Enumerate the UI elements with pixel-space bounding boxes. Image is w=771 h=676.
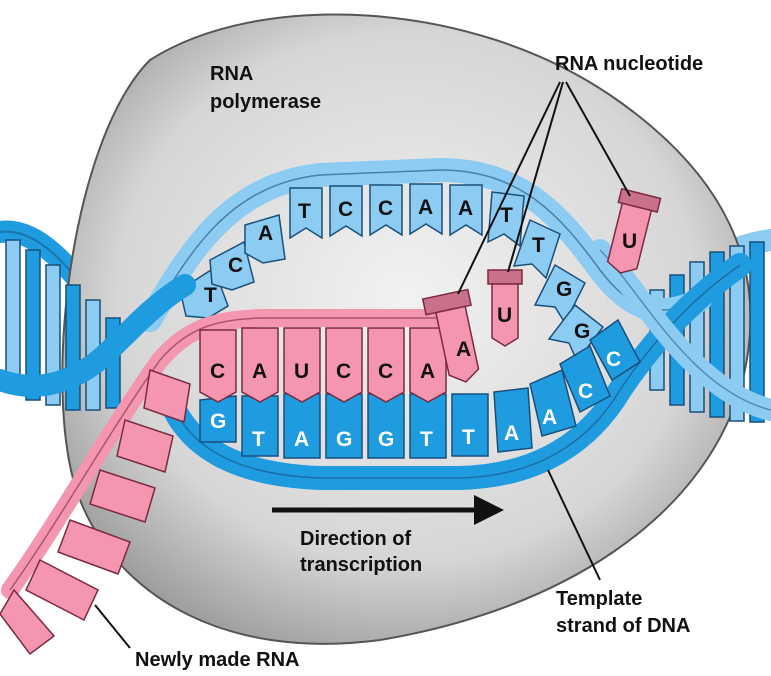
free-nucleotide-u1-letter: U — [497, 304, 512, 327]
label-polymerase-line1: RNA — [210, 63, 253, 85]
coding-base-3: A — [258, 222, 273, 245]
coding-base-9: T — [500, 204, 513, 227]
coding-base-4: T — [298, 200, 311, 223]
template-base-4: G — [336, 428, 352, 451]
rna-tail-bases — [0, 368, 191, 656]
template-base-11: C — [606, 348, 621, 371]
leader-nucleotide-u1 — [507, 81, 564, 273]
rna-base-6: A — [420, 360, 435, 383]
coding-base-11: G — [556, 278, 572, 301]
leader-lines — [94, 81, 631, 649]
template-base-2: T — [252, 428, 265, 451]
rna-base-3: U — [294, 360, 309, 383]
coding-base-5: C — [338, 198, 353, 221]
label-direction-line2: transcription — [300, 554, 422, 576]
free-nucleotide-a-letter: A — [456, 338, 471, 361]
rna-base-1: C — [210, 360, 225, 383]
rna-base-4: C — [336, 360, 351, 383]
coding-strand-letters: T C A T C C A A T T G G — [204, 196, 590, 343]
leader-nucleotide-u2 — [565, 81, 631, 197]
label-polymerase-line2: polymerase — [210, 91, 321, 113]
template-base-3: A — [294, 428, 309, 451]
leader-nucleotide-a — [457, 81, 561, 295]
template-base-7: T — [462, 426, 475, 449]
label-template-line1: Template — [556, 588, 642, 610]
label-rna-nucleotide: RNA nucleotide — [555, 53, 703, 75]
template-base-1: G — [210, 410, 226, 433]
rna-strand-letters: C A U C C A — [210, 360, 435, 383]
template-base-8: A — [504, 422, 519, 445]
rna-base-5: C — [378, 360, 393, 383]
leader-newly-rna — [94, 604, 131, 649]
coding-base-8: A — [458, 197, 473, 220]
template-base-6: T — [420, 428, 433, 451]
rna-strand-bases — [199, 327, 447, 403]
coding-strand-bases — [179, 183, 605, 363]
coding-base-10: T — [532, 234, 545, 257]
label-template-line2: strand of DNA — [556, 615, 690, 637]
free-nucleotide-a — [421, 288, 480, 383]
leader-template-strand — [547, 469, 601, 581]
free-nucleotide-u2-letter: U — [622, 230, 637, 253]
rna-base-2: A — [252, 360, 267, 383]
template-base-5: G — [378, 428, 394, 451]
coding-base-1: T — [204, 284, 217, 307]
template-base-9: A — [542, 406, 557, 429]
rna-polymerase — [61, 13, 752, 645]
coding-base-7: A — [418, 196, 433, 219]
label-direction-line1: Direction of — [300, 528, 411, 550]
coding-base-6: C — [378, 197, 393, 220]
template-base-10: C — [578, 380, 593, 403]
dna-front-left — [0, 274, 196, 397]
template-strand-letters: G T A G G T T A A C C — [210, 348, 621, 451]
template-strand-bases — [199, 318, 641, 459]
label-newly-made-rna: Newly made RNA — [135, 649, 300, 671]
free-nucleotide-u1 — [487, 269, 523, 347]
coding-base-2: C — [228, 254, 243, 277]
coding-base-12: G — [574, 320, 590, 343]
dna-helix-left — [5, 239, 121, 411]
